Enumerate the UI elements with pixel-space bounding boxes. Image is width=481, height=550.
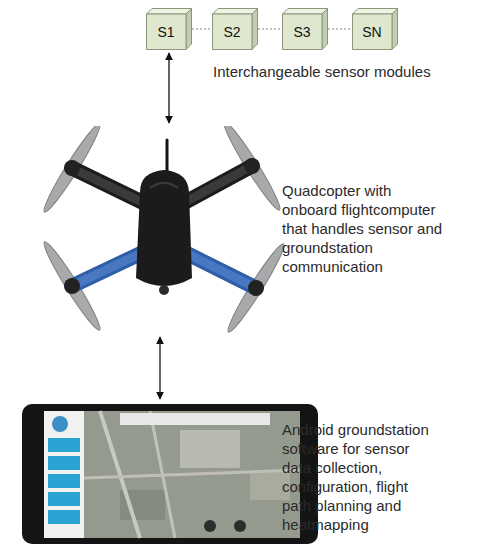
module-label: S2: [212, 14, 252, 50]
cube-front: [283, 14, 323, 50]
description-text: Quadcopter with onboard flightcomputer t…: [282, 181, 446, 276]
quadcopter-node: Quadcopter with onboard flightcomputer t…: [20, 126, 300, 334]
telemetry-tile: [48, 438, 80, 452]
propeller: [223, 241, 288, 334]
tablet-illustration: [22, 402, 318, 545]
arms: [72, 166, 256, 288]
map-button: [234, 520, 246, 532]
cube-front: [147, 14, 187, 50]
module-label: S1: [146, 14, 186, 50]
propeller: [219, 126, 284, 213]
data-link-arrow: [159, 337, 160, 399]
map-detail: [84, 411, 300, 538]
side-panel: [44, 411, 84, 538]
quadcopter-illustration: [20, 126, 300, 334]
arm-texture: [180, 169, 246, 205]
cube-side: [186, 9, 192, 50]
cube-top: [353, 9, 398, 15]
cube-top: [213, 9, 258, 15]
body-highlight: [150, 183, 178, 188]
propellers: [39, 126, 288, 334]
propeller: [39, 239, 104, 334]
motor: [64, 160, 80, 176]
sensor-module: S3: [282, 8, 328, 50]
telemetry-tiles: [48, 438, 80, 524]
tablet-frame: [22, 404, 318, 544]
cube-top: [147, 9, 192, 15]
sensor-module: SN: [352, 8, 398, 50]
cube-top: [283, 9, 328, 15]
drone-body: [136, 170, 192, 286]
map-button: [204, 520, 216, 532]
arm: [180, 166, 252, 205]
module-label: S3: [282, 14, 322, 50]
gimbal: [159, 285, 169, 295]
arm-texture: [78, 171, 148, 205]
data-link-arrow: [168, 53, 169, 123]
cube-front: [213, 14, 253, 50]
cube-side: [252, 9, 258, 50]
map-road: [84, 470, 300, 478]
motor: [248, 280, 264, 296]
sensor-module: S1: [146, 8, 192, 50]
telemetry-tile: [48, 492, 80, 506]
cube-front: [353, 14, 393, 50]
dotted-link: [258, 28, 282, 29]
telemetry-tile: [48, 510, 80, 524]
telemetry-tile: [48, 456, 80, 470]
map-road: [100, 411, 140, 538]
group-label: Interchangeable sensor modules: [213, 62, 463, 81]
app-logo: [52, 416, 68, 432]
propeller: [39, 126, 104, 215]
dotted-link: [328, 28, 352, 29]
cube-side: [322, 9, 328, 50]
map-toolbar: [120, 413, 270, 425]
telemetry-tile: [48, 474, 80, 488]
motor: [64, 278, 80, 294]
tablet-node: Android groundstation software for senso…: [22, 402, 318, 545]
cube-side: [392, 9, 398, 50]
map-block: [180, 430, 240, 468]
motors: [64, 158, 264, 296]
description-text: Android groundstation software for senso…: [282, 420, 436, 534]
dotted-link: [192, 28, 212, 29]
sensor-module: S2: [212, 8, 258, 50]
module-label: SN: [352, 14, 392, 50]
tablet-screen: [44, 411, 300, 538]
motor: [244, 158, 260, 174]
arm: [72, 168, 148, 205]
